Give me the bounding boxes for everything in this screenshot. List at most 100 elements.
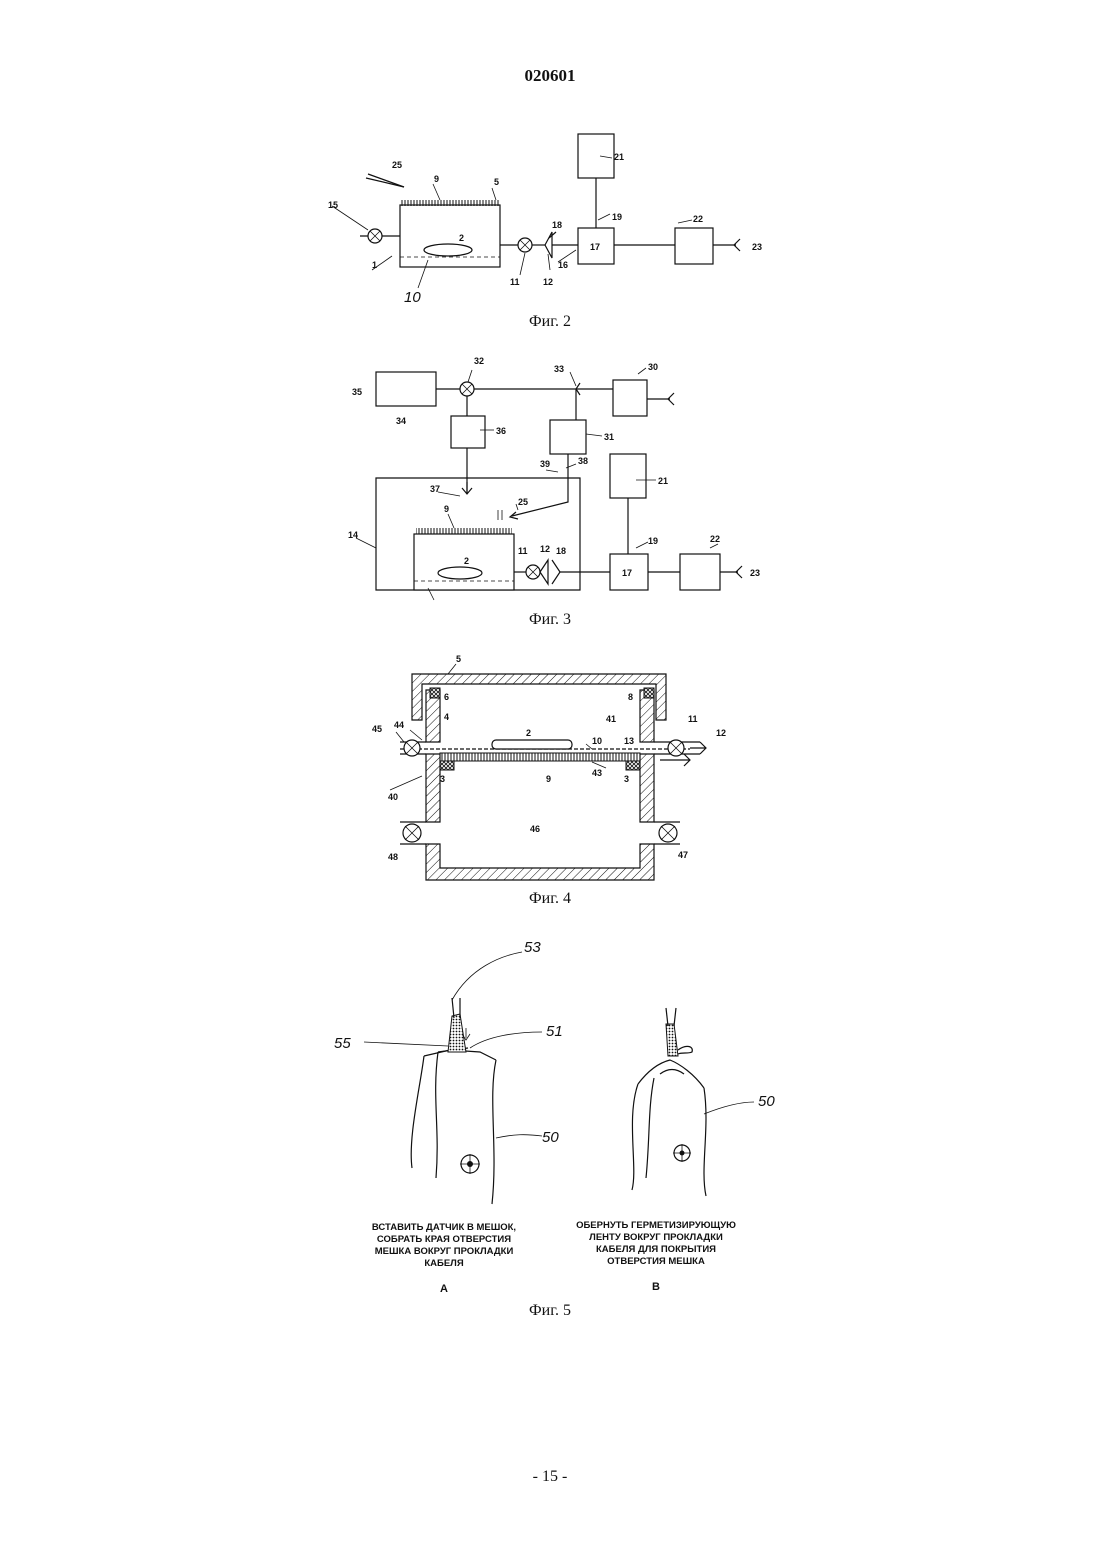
label-14: 14 (348, 530, 358, 540)
panel-b-text-4: ОТВЕРСТИЯ МЕШКА (607, 1256, 705, 1267)
lower-body (426, 844, 654, 880)
label-12: 12 (540, 544, 550, 554)
label-15: 15 (328, 200, 338, 210)
filter-9 (416, 528, 512, 534)
page-number: - 15 - (0, 1468, 1100, 1486)
label-10: 10 (404, 289, 421, 306)
label-25: 25 (392, 160, 402, 170)
label-3-right: 3 (624, 774, 629, 784)
label-19: 19 (612, 212, 622, 222)
label-31: 31 (604, 432, 614, 442)
label-38: 38 (578, 456, 588, 466)
panel-a-text-3: МЕШКА ВОКРУГ ПРОКЛАДКИ (375, 1246, 514, 1257)
label-6: 6 (444, 692, 449, 702)
seal-3-left (440, 761, 454, 770)
label-5: 5 (456, 654, 461, 664)
label-22: 22 (710, 534, 720, 544)
label-9: 9 (546, 774, 551, 784)
panel-a-letter: A (440, 1283, 448, 1295)
panel-a-text-2: СОБРАТЬ КРАЯ ОТВЕРСТИЯ (377, 1234, 511, 1245)
label-50-b: 50 (758, 1093, 775, 1110)
block-38 (451, 416, 485, 448)
label-35: 35 (352, 387, 362, 397)
label-23: 23 (752, 242, 762, 252)
label-18: 18 (556, 546, 566, 556)
label-17: 17 (622, 568, 632, 578)
label-9: 9 (434, 174, 439, 184)
label-21: 21 (614, 152, 624, 162)
label-41: 41 (606, 714, 616, 724)
figure-4-diagram: 5 6 8 4 41 11 44 45 2 10 13 12 40 3 9 43… (360, 650, 750, 886)
block-22 (680, 554, 720, 590)
label-22: 22 (693, 214, 703, 224)
label-3-left: 3 (440, 774, 445, 784)
label-33: 33 (554, 364, 564, 374)
block-31 (550, 420, 586, 454)
label-53: 53 (524, 939, 541, 956)
label-43: 43 (592, 768, 602, 778)
label-5: 5 (494, 177, 499, 187)
panel-a-bag (411, 998, 496, 1204)
figure-2-caption: Фиг. 2 (0, 313, 1100, 331)
label-2: 2 (464, 556, 469, 566)
label-30: 30 (648, 362, 658, 372)
panel-b-text-3: КАБЕЛЯ ДЛЯ ПОКРЫТИЯ (596, 1244, 716, 1255)
label-40: 40 (388, 792, 398, 802)
label-51: 51 (546, 1023, 563, 1040)
block-22 (675, 228, 713, 264)
label-34: 34 (396, 416, 406, 426)
figure-5-caption: Фиг. 5 (0, 1302, 1100, 1320)
label-19: 19 (648, 536, 658, 546)
figure-3-caption: Фиг. 3 (0, 611, 1100, 629)
chamber-1 (400, 205, 500, 267)
block-21 (610, 454, 646, 498)
label-36: 36 (496, 426, 506, 436)
panel-a-text-4: КАБЕЛЯ (424, 1258, 463, 1269)
figure-4-caption: Фиг. 4 (0, 890, 1100, 908)
label-17: 17 (590, 242, 600, 252)
label-25: 25 (518, 497, 528, 507)
sample-2 (492, 740, 572, 749)
label-18: 18 (552, 220, 562, 230)
seal-3-right (626, 761, 640, 770)
label-50-a: 50 (542, 1129, 559, 1146)
label-21: 21 (658, 476, 668, 486)
label-1: 1 (372, 260, 377, 270)
label-11: 11 (510, 277, 520, 287)
filter-9 (440, 753, 640, 761)
label-12: 12 (716, 728, 726, 738)
label-11: 11 (688, 714, 698, 724)
figure-2-diagram: 25 9 5 15 2 1 10 11 18 12 16 21 19 17 22… (320, 130, 780, 310)
label-48: 48 (388, 852, 398, 862)
label-39: 39 (540, 459, 550, 469)
panel-a-text-1: ВСТАВИТЬ ДАТЧИК В МЕШОК, (372, 1222, 516, 1233)
label-55: 55 (334, 1035, 351, 1052)
document-number: 020601 (0, 66, 1100, 86)
label-13: 13 (624, 736, 634, 746)
label-16: 16 (558, 260, 568, 270)
label-10: 10 (592, 736, 602, 746)
label-2: 2 (526, 728, 531, 738)
cone-12 (540, 560, 548, 584)
panel-b-text-2: ЛЕНТУ ВОКРУГ ПРОКЛАДКИ (589, 1232, 723, 1243)
label-12: 12 (543, 277, 553, 287)
label-2: 2 (459, 233, 464, 243)
panel-b-letter: B (652, 1281, 660, 1293)
block-21 (578, 134, 614, 178)
block-34 (376, 372, 436, 406)
sample-2 (424, 244, 472, 256)
label-46: 46 (530, 824, 540, 834)
seal-8 (644, 688, 654, 698)
sample-2 (438, 567, 482, 579)
label-11: 11 (518, 546, 528, 556)
label-9: 9 (444, 504, 449, 514)
label-44: 44 (394, 720, 404, 730)
figure-5-diagram: 53 55 51 50 50 ВСТАВИТЬ ДАТЧИК В МЕШОК, … (320, 928, 800, 1298)
label-47: 47 (678, 850, 688, 860)
label-8: 8 (628, 692, 633, 702)
block-30 (613, 380, 647, 416)
label-23: 23 (750, 568, 760, 578)
figure-3-diagram: 32 33 30 35 34 36 31 39 38 21 37 25 9 14… (340, 352, 780, 602)
label-37: 37 (430, 484, 440, 494)
seal-6 (430, 688, 440, 698)
